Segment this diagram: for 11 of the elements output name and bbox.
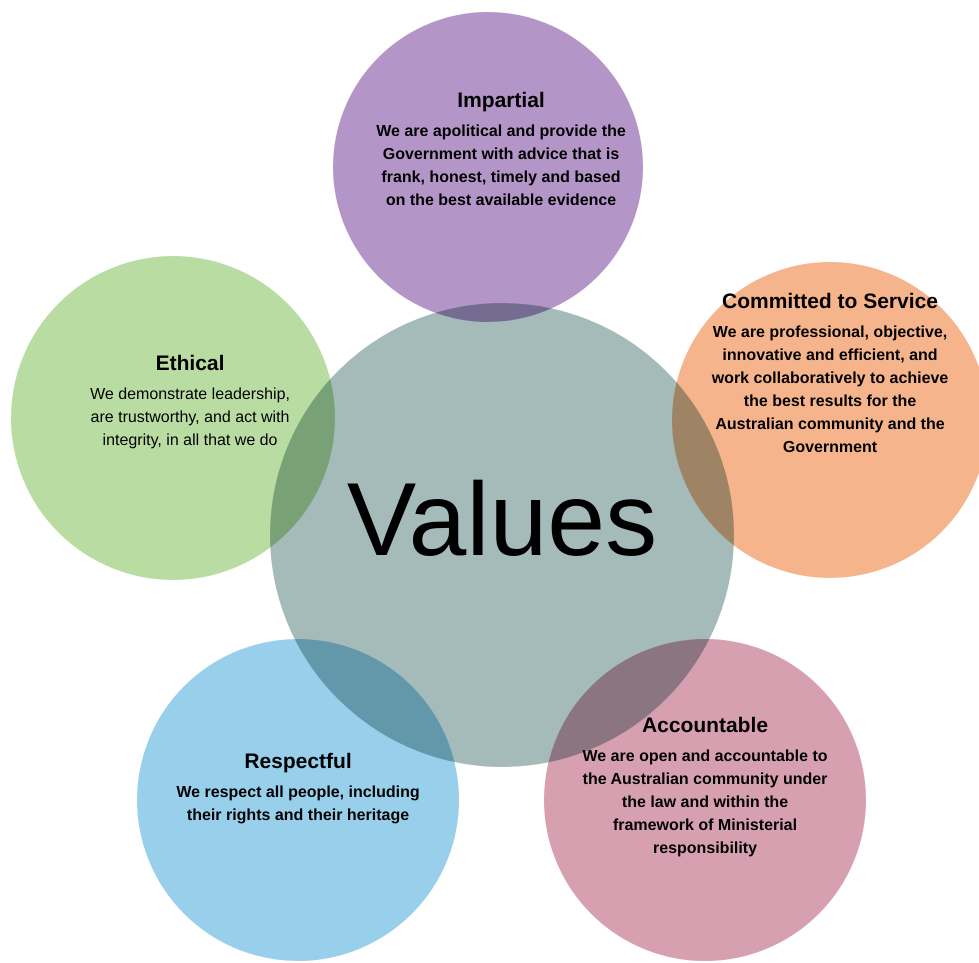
value-heading: Committed to Service: [721, 289, 939, 315]
value-heading: Accountable: [640, 713, 770, 739]
value-description: We are open and accountable to the Australian community under the law and within the framework of Ministerial responsibility: [581, 747, 829, 859]
value-description: We demonstrate leadership, are trustworthy, and act with integrity, in all that we do: [90, 385, 290, 451]
value-description: We are apolitical and provide the Government with advice that is frank, honest, timely and based on the best available evidence: [376, 122, 626, 211]
center-title: Values: [346, 465, 658, 575]
value-description: We are professional, objective, innovative and efficient, and work collaboratively to achieve the best results for the Australian community and the Government: [710, 323, 950, 458]
value-heading: Ethical: [154, 351, 226, 377]
value-heading: Respectful: [243, 749, 353, 775]
value-description: We respect all people, including their rights and their heritage: [175, 783, 421, 826]
value-heading: Impartial: [456, 88, 546, 114]
